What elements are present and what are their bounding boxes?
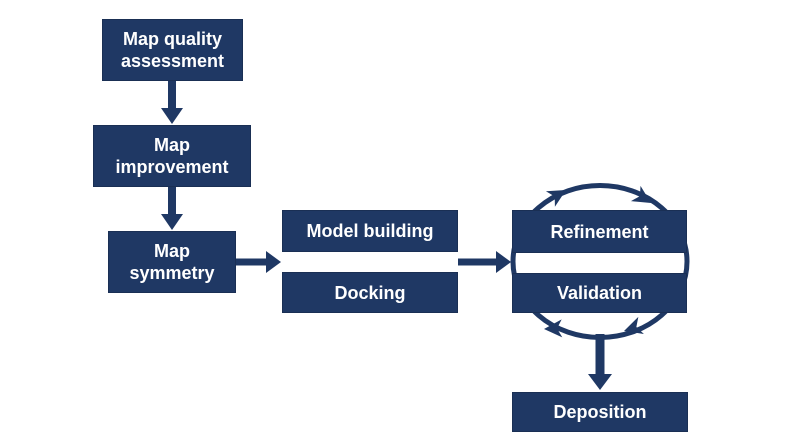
arrow-quality-to-improvement — [161, 81, 183, 124]
cycle-arrowhead-bottom-left — [544, 319, 563, 338]
node-map-symmetry: Map symmetry — [108, 231, 236, 293]
cycle-arrowhead-top-right — [630, 185, 651, 203]
node-label: Map quality assessment — [120, 29, 225, 71]
node-model-building: Model building — [282, 210, 458, 252]
node-label: Map symmetry — [129, 241, 215, 283]
node-validation: Validation — [512, 273, 687, 313]
node-label: Map improvement — [115, 135, 229, 177]
refine-validate-cycle-ellipse — [510, 183, 690, 340]
node-label: Deposition — [553, 402, 647, 422]
node-label: Docking — [334, 282, 406, 303]
cycle-arrowhead-bottom-right — [624, 316, 644, 334]
node-deposition: Deposition — [512, 392, 688, 432]
node-refinement: Refinement — [512, 210, 687, 253]
arrow-improvement-to-symmetry — [161, 187, 183, 230]
arrow-building-to-refinement — [458, 251, 511, 273]
cycle-arrowhead-top-left — [545, 190, 566, 207]
arrow-cycle-to-deposition — [588, 334, 612, 390]
node-label: Validation — [556, 283, 643, 303]
node-label: Model building — [306, 221, 434, 241]
node-map-improvement: Map improvement — [93, 125, 251, 187]
node-map-quality-assessment: Map quality assessment — [102, 19, 243, 81]
node-docking: Docking — [282, 272, 458, 313]
node-label: Refinement — [550, 221, 649, 242]
arrow-symmetry-to-building — [236, 251, 281, 273]
